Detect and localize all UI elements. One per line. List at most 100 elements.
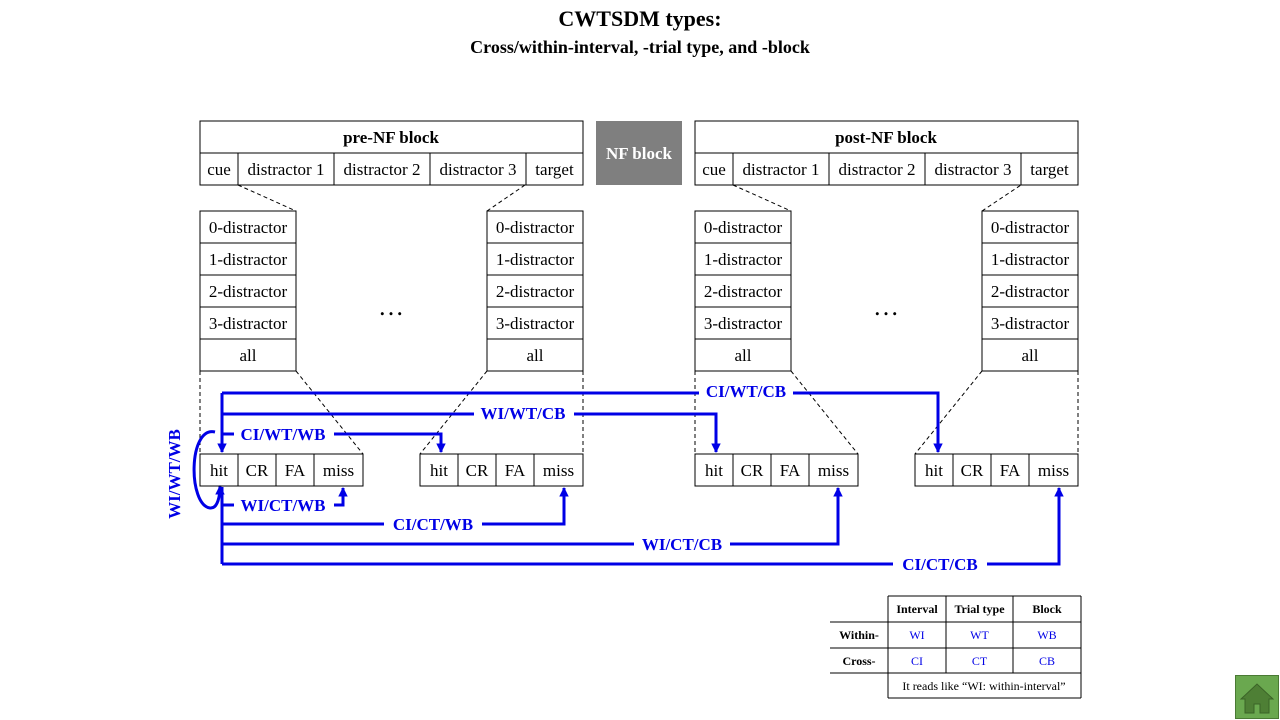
legend-header: Block xyxy=(1032,602,1062,616)
post-block-cell-label: distractor 1 xyxy=(743,160,820,179)
distractor-row-label: 1-distractor xyxy=(496,250,575,269)
legend-cell: CI xyxy=(911,654,923,668)
distractor-row: 3-distractor xyxy=(486,306,584,340)
outcome-cell: FA xyxy=(770,453,810,487)
outcome-label: CR xyxy=(466,461,489,480)
distractor-row: 1-distractor xyxy=(486,242,584,276)
legend-cell: CT xyxy=(972,654,988,668)
pre-block-cell: target xyxy=(525,152,584,186)
outcome-cell: FA xyxy=(275,453,315,487)
outcome-label: CR xyxy=(246,461,269,480)
outcome-label: CR xyxy=(741,461,764,480)
outcome-label: miss xyxy=(818,461,849,480)
outcome-label: hit xyxy=(430,461,448,480)
outcome-cell: FA xyxy=(495,453,535,487)
outcome-label: FA xyxy=(780,461,801,480)
distractor-row-label: 2-distractor xyxy=(991,282,1070,301)
outcome-cell: hit xyxy=(419,453,459,487)
arrow-label-ci-ct-cb: CI/CT/CB xyxy=(902,555,978,574)
legend-row-label: Within- xyxy=(839,628,879,642)
pre-block-cell-label: distractor 3 xyxy=(440,160,517,179)
arrow-label-ci-ct-wb: CI/CT/WB xyxy=(393,515,473,534)
page-subtitle: Cross/within-interval, -trial type, and … xyxy=(470,37,810,57)
pre-block-cell: distractor 3 xyxy=(429,152,527,186)
pre-block-cell-label: distractor 1 xyxy=(248,160,325,179)
post-block-cell-label: distractor 2 xyxy=(839,160,916,179)
arrow-label-wi-wt-cb: WI/WT/CB xyxy=(480,404,565,423)
outcome-cell: miss xyxy=(1028,453,1079,487)
arrow-label-wi-ct-cb: WI/CT/CB xyxy=(642,535,722,554)
legend-header: Trial type xyxy=(954,602,1005,616)
ellipsis-pre: … xyxy=(378,292,404,321)
pre-block-cell-label: target xyxy=(535,160,574,179)
legend-row-label: Cross- xyxy=(842,654,875,668)
outcome-label: miss xyxy=(323,461,354,480)
ellipsis-post: … xyxy=(873,292,899,321)
distractor-row: 2-distractor xyxy=(981,274,1079,308)
distractor-row-label: 2-distractor xyxy=(209,282,288,301)
arrow-label-wi-wt-wb: WI/WT/WB xyxy=(165,429,184,519)
pre-block-cell: cue xyxy=(199,152,239,186)
distractor-row-label: 3-distractor xyxy=(496,314,575,333)
home-icon xyxy=(1239,683,1275,714)
outcome-label: FA xyxy=(505,461,526,480)
distractor-row-label: 3-distractor xyxy=(704,314,783,333)
outcome-cell: CR xyxy=(457,453,497,487)
distractor-row: 1-distractor xyxy=(694,242,792,276)
outcome-label: hit xyxy=(925,461,943,480)
legend-cell: WT xyxy=(970,628,989,642)
distractor-row-label: 0-distractor xyxy=(496,218,575,237)
pre-block-cell-label: distractor 2 xyxy=(344,160,421,179)
legend-cell: WB xyxy=(1037,628,1056,642)
outcome-cell: miss xyxy=(313,453,364,487)
distractor-row-label: all xyxy=(240,346,257,365)
distractor-row-label: 3-distractor xyxy=(991,314,1070,333)
distractor-row: 0-distractor xyxy=(199,210,297,244)
home-button[interactable] xyxy=(1235,675,1279,719)
distractor-row: all xyxy=(486,338,584,372)
distractor-row: all xyxy=(981,338,1079,372)
arrow-label-ci-wt-cb: CI/WT/CB xyxy=(706,382,786,401)
post-block-cell-label: target xyxy=(1030,160,1069,179)
arrow-label-ci-wt-wb: CI/WT/WB xyxy=(240,425,325,444)
distractor-row: all xyxy=(199,338,297,372)
page-title: CWTSDM types: xyxy=(558,6,722,31)
distractor-row-label: 2-distractor xyxy=(704,282,783,301)
distractor-row: 0-distractor xyxy=(486,210,584,244)
outcome-cell: hit xyxy=(199,453,239,487)
distractor-row-label: 0-distractor xyxy=(991,218,1070,237)
pre-block-cell: distractor 1 xyxy=(237,152,335,186)
distractor-row: 2-distractor xyxy=(486,274,584,308)
distractor-row: 2-distractor xyxy=(199,274,297,308)
legend-note: It reads like “WI: within-interval” xyxy=(902,679,1065,693)
outcome-label: miss xyxy=(1038,461,1069,480)
outcome-cell: FA xyxy=(990,453,1030,487)
distractor-row: 2-distractor xyxy=(694,274,792,308)
legend-cell: CB xyxy=(1039,654,1055,668)
post-block-cell: cue xyxy=(694,152,734,186)
distractor-row-label: all xyxy=(1022,346,1039,365)
distractor-row: 0-distractor xyxy=(981,210,1079,244)
outcome-cell: hit xyxy=(694,453,734,487)
distractor-row-label: all xyxy=(735,346,752,365)
distractor-row-label: 0-distractor xyxy=(704,218,783,237)
distractor-row-label: 1-distractor xyxy=(991,250,1070,269)
distractor-row: 3-distractor xyxy=(694,306,792,340)
outcome-cell: miss xyxy=(533,453,584,487)
outcome-label: FA xyxy=(1000,461,1021,480)
distractor-row-label: all xyxy=(527,346,544,365)
post-nf-block-label: post-NF block xyxy=(835,128,937,147)
distractor-row: 0-distractor xyxy=(694,210,792,244)
distractor-row-label: 1-distractor xyxy=(209,250,288,269)
post-block-cell: distractor 1 xyxy=(732,152,830,186)
pre-block-cell-label: cue xyxy=(207,160,231,179)
post-block-cell: distractor 2 xyxy=(828,152,926,186)
arrow-label-wi-ct-wb: WI/CT/WB xyxy=(240,496,325,515)
distractor-row-label: 0-distractor xyxy=(209,218,288,237)
post-block-cell: distractor 3 xyxy=(924,152,1022,186)
outcome-cell: CR xyxy=(732,453,772,487)
distractor-row: 1-distractor xyxy=(981,242,1079,276)
distractor-row: 3-distractor xyxy=(199,306,297,340)
